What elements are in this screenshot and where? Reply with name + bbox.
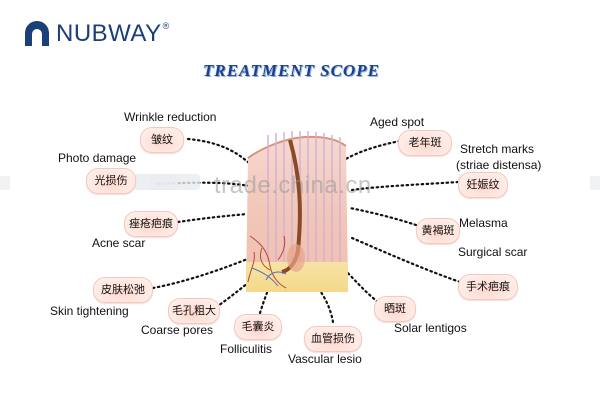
brand-name: NUBWAY — [56, 20, 162, 47]
right-edge-stripe — [590, 176, 600, 190]
label-photo-damage: Photo damage — [58, 151, 137, 165]
left-edge-stripe — [0, 176, 10, 190]
label-vascular-lesio: Vascular lesio — [288, 352, 362, 366]
connector-skin-tightening — [151, 256, 252, 290]
badge-surgical-scar: 手术疤痕 — [458, 274, 518, 300]
label-striae-distensa: (striae distensa) — [456, 158, 542, 172]
badge-solar-lentigos: 晒斑 — [374, 296, 416, 322]
label-melasma: Melasma — [459, 216, 508, 230]
registered-mark: ® — [162, 21, 170, 31]
nubway-logo-icon — [25, 21, 49, 46]
badge-wrinkle-reduction: 皱纹 — [140, 127, 184, 153]
label-acne-scar: Acne scar — [92, 236, 146, 250]
connector-surgical-scar — [350, 236, 462, 284]
label-folliculitis: Folliculitis — [220, 342, 273, 356]
connector-stretch-marks — [350, 180, 460, 192]
badge-vascular-lesio: 血管损伤 — [304, 326, 362, 352]
label-coarse-pores: Coarse pores — [141, 323, 214, 337]
diagram-title: TREATMENT SCOPE — [203, 61, 381, 80]
connector-melasma — [348, 206, 418, 227]
label-aged-spot: Aged spot — [370, 115, 425, 129]
connector-solar-lentigos — [341, 266, 380, 304]
label-surgical-scar: Surgical scar — [458, 245, 528, 259]
badge-coarse-pores: 毛孔粗大 — [168, 298, 220, 324]
badge-acne-scar: 痤疮疤痕 — [124, 211, 178, 237]
badge-skin-tightening: 皮肤松弛 — [93, 277, 153, 303]
connector-wrinkle — [186, 137, 260, 174]
label-skin-tightening: Skin tightening — [50, 304, 129, 318]
watermark-band-mid — [150, 174, 200, 190]
skin-illustration — [246, 131, 348, 292]
connector-acne-scar — [176, 212, 249, 224]
brand-logo: NUBWAY ® — [22, 20, 169, 48]
badge-photo-damage: 光损伤 — [86, 168, 136, 194]
badge-melasma: 黄褐斑 — [416, 218, 460, 244]
connector-aged-spot — [342, 139, 402, 162]
watermark-text: trade.china.cn — [214, 172, 372, 199]
label-stretch-marks: Stretch marks — [460, 142, 535, 156]
label-wrinkle-reduction: Wrinkle reduction — [124, 110, 217, 124]
badge-folliculitis: 毛囊炎 — [234, 314, 282, 340]
badge-aged-spot: 老年斑 — [398, 130, 452, 156]
badge-stretch-marks: 妊娠纹 — [458, 172, 508, 198]
label-solar-lentigos: Solar lentigos — [394, 321, 467, 335]
